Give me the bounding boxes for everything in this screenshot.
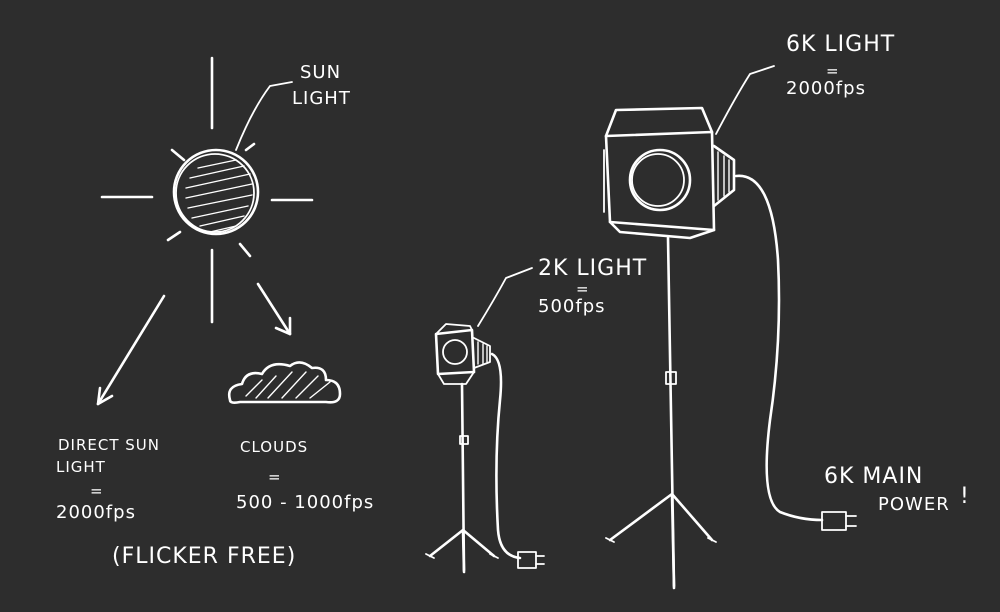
power-exclamation: ! — [960, 484, 970, 509]
clouds-label: CLOUDS — [240, 438, 309, 456]
light-6k-icon — [603, 106, 857, 590]
flicker-free-note: (FLICKER FREE) — [112, 544, 297, 569]
light-2k-name: 2K LIGHT — [538, 256, 648, 281]
power-label-line1: 6K MAIN — [824, 464, 924, 489]
direct-sun-label-line1: DIRECT SUN — [58, 436, 160, 454]
sun-label-line2: LIGHT — [292, 88, 351, 109]
light-6k-equals: = — [826, 62, 840, 80]
sun-label-line1: SUN — [300, 62, 342, 83]
light-2k-fps: 500fps — [538, 296, 606, 317]
light-2k-icon — [425, 323, 545, 574]
direct-sun-label-line2: LIGHT — [56, 458, 106, 476]
clouds-equals: = — [268, 468, 282, 486]
clouds-fps: 500 - 1000fps — [236, 492, 375, 513]
light-6k-fps: 2000fps — [786, 78, 866, 99]
sun-icon — [100, 56, 314, 324]
cloud-icon — [227, 361, 342, 404]
arrow-direct-sun — [96, 294, 166, 406]
direct-sun-fps: 2000fps — [56, 502, 136, 523]
sun-label-pointer — [235, 81, 293, 151]
light-2k-label-pointer — [477, 267, 533, 327]
light-6k-label-pointer — [715, 65, 775, 135]
direct-sun-equals: = — [90, 482, 104, 500]
light-2k-equals: = — [576, 280, 590, 298]
arrow-clouds — [256, 282, 292, 336]
power-label-line2: POWER — [878, 494, 950, 515]
light-6k-name: 6K LIGHT — [786, 32, 896, 57]
